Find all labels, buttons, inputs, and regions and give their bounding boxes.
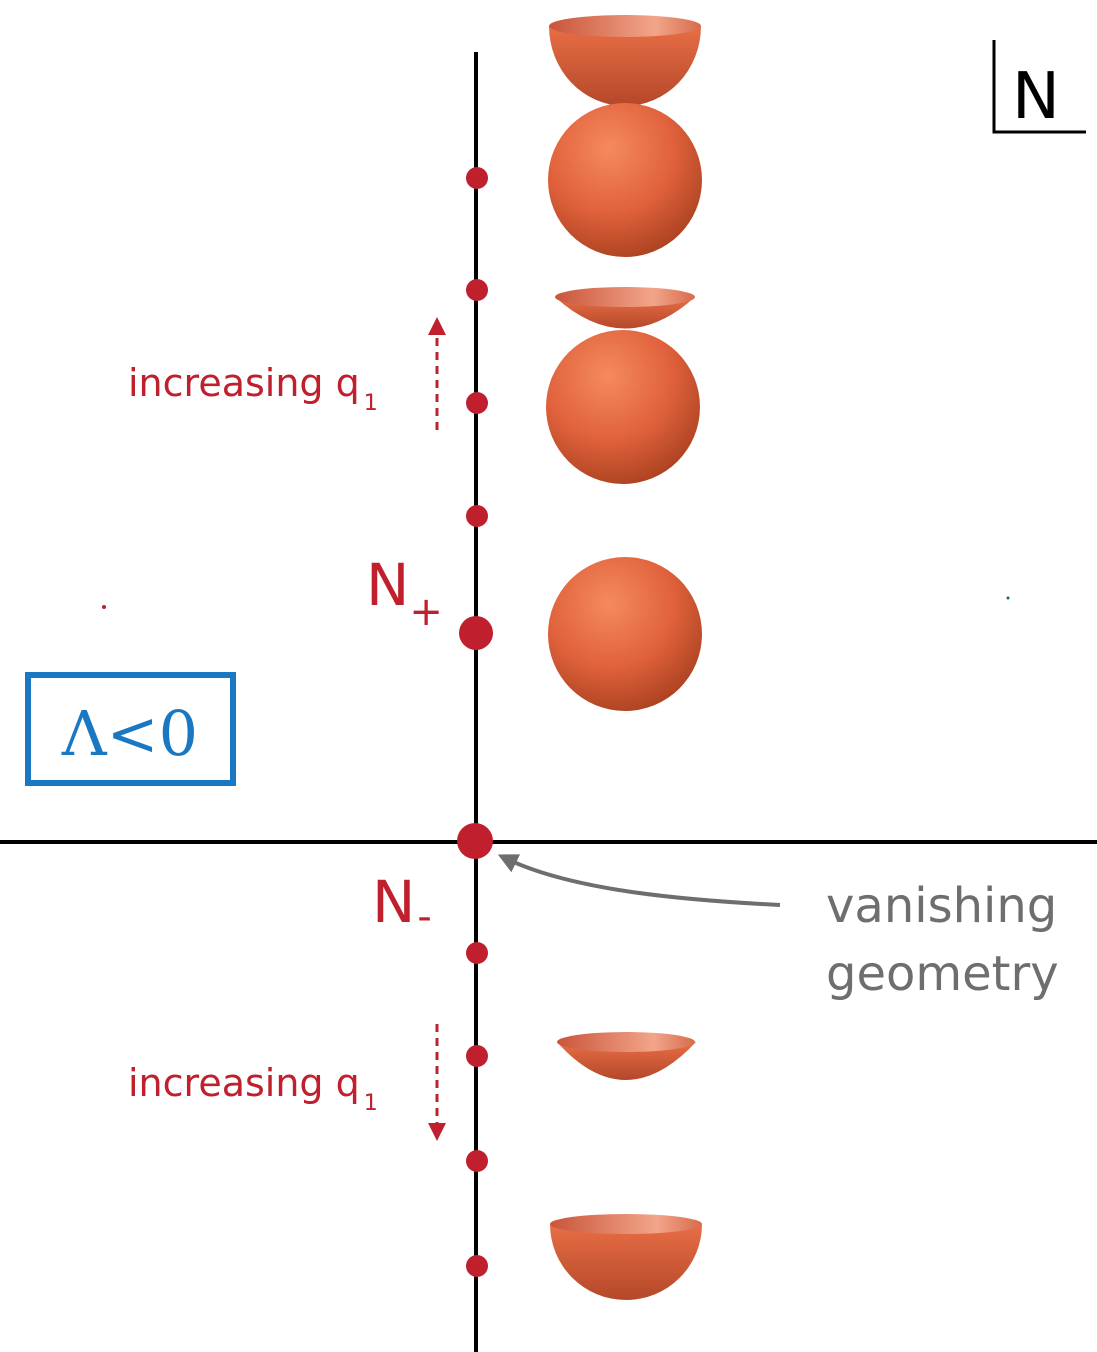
n-plus-label: N+ [366, 551, 443, 635]
n-minus-label: N- [372, 868, 432, 940]
annotation-line1: vanishing [826, 878, 1057, 934]
shallow-bowl [557, 1032, 696, 1080]
corner-n-label: N [1012, 60, 1060, 134]
lens-cap [555, 287, 695, 329]
saddle-point [466, 1045, 488, 1067]
hemisphere-bowl [549, 15, 701, 106]
lambda-box: Λ<0 [25, 672, 236, 786]
saddle-point [466, 505, 488, 527]
saddle-point-n-minus [457, 823, 493, 859]
complex-plane-label: N [992, 40, 1086, 134]
saddle-point-n-plus [459, 616, 493, 650]
sphere [548, 103, 702, 257]
saddle-point [466, 1150, 488, 1172]
stray-dot [1006, 596, 1010, 600]
sphere [546, 330, 700, 484]
saddle-point [466, 167, 488, 189]
saddle-point [466, 942, 488, 964]
saddle-point [466, 1255, 488, 1277]
hemisphere-bowl-bottom [550, 1214, 702, 1300]
lambda-label: Λ<0 [61, 697, 198, 770]
sphere [548, 557, 702, 711]
saddle-point [466, 279, 488, 301]
stray-dot [102, 605, 106, 609]
annotation-arrow [497, 854, 781, 907]
saddle-points [457, 167, 493, 1277]
saddle-point [466, 392, 488, 414]
annotation-line2: geometry [826, 946, 1059, 1002]
